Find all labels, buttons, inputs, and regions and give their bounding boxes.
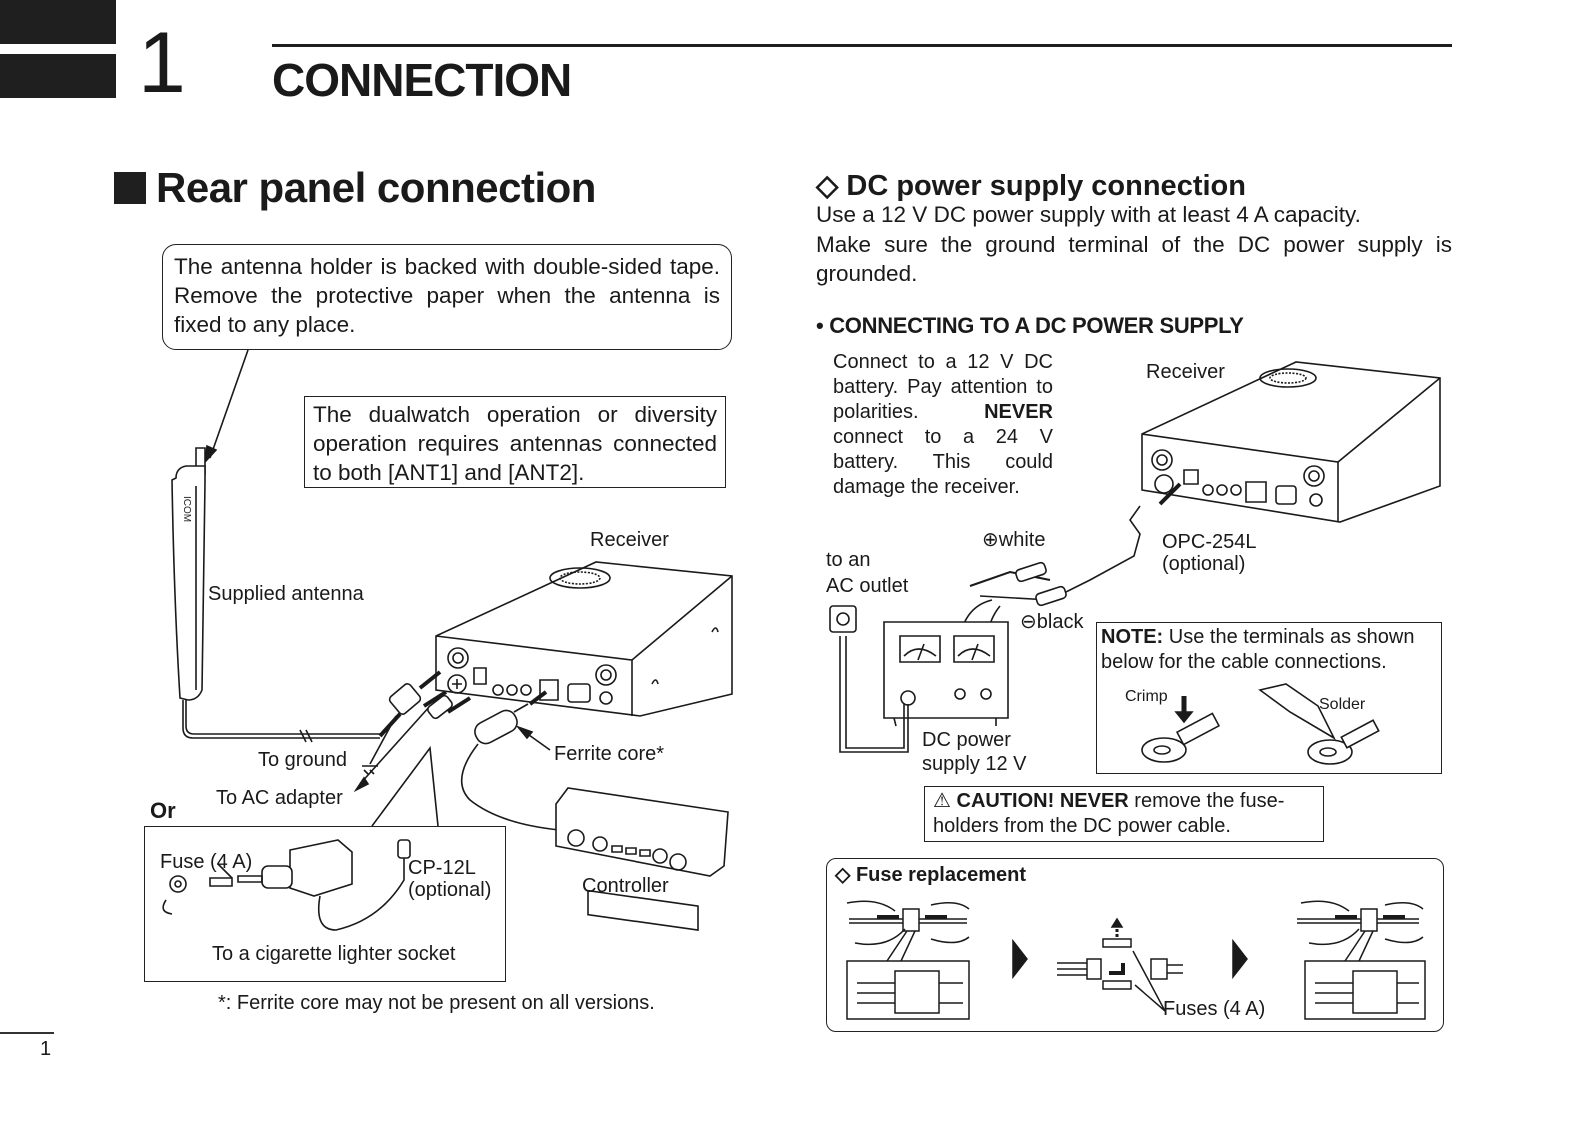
battery-warning-never: NEVER <box>984 401 1053 423</box>
caution-label: CAUTION! NEVER <box>956 790 1129 812</box>
label-opc254l-optional: (optional) <box>1162 553 1246 575</box>
label-to-ac-adapter: To AC adapter <box>216 787 343 809</box>
receiver-right-icon <box>1142 362 1440 522</box>
dc-paragraph-1: Use a 12 V DC power supply with at least… <box>816 202 1361 227</box>
step-arrow-icon <box>1233 941 1247 977</box>
dc-power-supply-icon <box>884 622 1008 726</box>
ac-adapter-cable <box>360 706 430 784</box>
fuse-holder-icon <box>1015 562 1047 583</box>
cigarette-adapter-box <box>144 826 506 982</box>
terminal-note-box: NOTE: Use the terminals as shown below f… <box>1096 622 1442 774</box>
label-or: Or <box>150 798 176 823</box>
dc-power-paragraph: Use a 12 V DC power supply with at least… <box>816 200 1452 289</box>
antenna-holder-note: The antenna holder is backed with double… <box>162 244 732 350</box>
label-supply-12v: supply 12 V <box>922 753 1027 775</box>
note-label: NOTE: <box>1101 626 1164 648</box>
cigarette-adapter-icon <box>163 840 410 930</box>
label-cp12l-optional: (optional) <box>408 879 492 901</box>
section-title: Rear panel connection <box>114 162 596 214</box>
label-fuses: Fuses (4 A) <box>1163 998 1266 1020</box>
controller-cable <box>462 744 560 830</box>
label-solder: Solder <box>1319 696 1366 713</box>
square-bullet-icon <box>114 172 146 204</box>
label-dc-power: DC power <box>922 729 1011 751</box>
dc-cable <box>980 506 1140 600</box>
note-body: Use the terminals as shown below for the… <box>1101 626 1415 673</box>
caution-box: ⚠ CAUTION! NEVER remove the fuse-holders… <box>924 786 1324 842</box>
page-number: 1 <box>40 1038 52 1060</box>
warning-icon: ⚠ <box>933 790 951 812</box>
fuse-replacement-steps <box>827 859 1443 1031</box>
fuse-holder-reassemble-icon <box>1297 901 1425 1019</box>
dc-power-title-text: DC power supply connection <box>846 170 1246 202</box>
label-fuse: Fuse (4 A) <box>160 851 253 873</box>
ac-outlet-icon <box>830 606 908 752</box>
label-receiver-left: Receiver <box>590 529 669 551</box>
header-rule <box>272 44 1452 47</box>
fuse-removal-icon <box>1057 919 1183 1011</box>
ferrite-footnote: *: Ferrite core may not be present on al… <box>218 992 655 1014</box>
label-ferrite-core: Ferrite core* <box>554 743 665 765</box>
chapter-number: 1 <box>138 15 186 111</box>
page-number-rule <box>0 1032 54 1034</box>
ground-wire <box>370 716 396 764</box>
controller-icon <box>556 788 728 930</box>
label-to-an: to an <box>826 549 871 571</box>
fuse-replacement-box: ◇ Fuse replacement <box>826 858 1444 1032</box>
connecting-heading: • CONNECTING TO A DC POWER SUPPLY <box>816 313 1244 338</box>
note-pointer-arrowhead <box>205 446 216 462</box>
fuse-pointer <box>218 864 232 878</box>
dc-paragraph-2: Make sure the ground terminal of the DC … <box>816 231 1452 287</box>
solder-icon <box>1260 684 1379 764</box>
dc-power-title: ◇ DC power supply connection <box>816 168 1246 204</box>
dc-arrow <box>1160 484 1180 504</box>
label-receiver-right: Receiver <box>1146 361 1225 383</box>
battery-warning-pre: Connect to a 12 V DC battery. Pay attent… <box>833 351 1053 423</box>
antenna-icon <box>172 448 422 742</box>
fuse-replacement-title: ◇ Fuse replacement <box>835 864 1027 886</box>
label-controller: Controller <box>582 875 669 897</box>
fuse-holder-icon <box>1035 586 1067 607</box>
step-arrow-icon <box>1013 941 1027 977</box>
ferrite-core-icon <box>471 704 528 747</box>
battery-warning-post: connect to a 24 V battery. This could da… <box>833 426 1053 498</box>
terminal-note-text: NOTE: Use the terminals as shown below f… <box>1101 625 1441 675</box>
antenna-brand-text: ICOM <box>181 496 192 522</box>
label-cigarette-socket: To a cigarette lighter socket <box>212 943 456 965</box>
label-crimp: Crimp <box>1125 688 1168 705</box>
label-ac-outlet: AC outlet <box>826 575 909 597</box>
fuse-holder-pinch-icon <box>847 901 969 1019</box>
label-opc254l: OPC-254L <box>1162 531 1257 553</box>
label-white: ⊕white <box>982 529 1046 551</box>
caution-body: remove the fuse-holders from the DC powe… <box>933 790 1285 837</box>
chapter-tab-top <box>0 0 116 44</box>
label-black: ⊖black <box>1020 611 1084 633</box>
chapter-tab-bottom <box>0 54 116 98</box>
alt-callout <box>372 748 438 826</box>
crimp-icon <box>1142 696 1219 762</box>
receiver-icon <box>436 562 732 716</box>
connection-arrows <box>420 672 546 712</box>
label-supplied-antenna: Supplied antenna <box>208 583 364 605</box>
diamond-icon: ◇ <box>816 170 839 202</box>
note-pointer-line <box>210 350 248 458</box>
dualwatch-note: The dualwatch operation or diversity ope… <box>304 396 726 488</box>
section-title-text: Rear panel connection <box>156 164 596 211</box>
label-to-ground: To ground <box>258 749 347 771</box>
label-cp12l: CP-12L <box>408 857 476 879</box>
chapter-title: CONNECTION <box>272 54 572 106</box>
battery-warning: Connect to a 12 V DC battery. Pay attent… <box>833 350 1053 500</box>
